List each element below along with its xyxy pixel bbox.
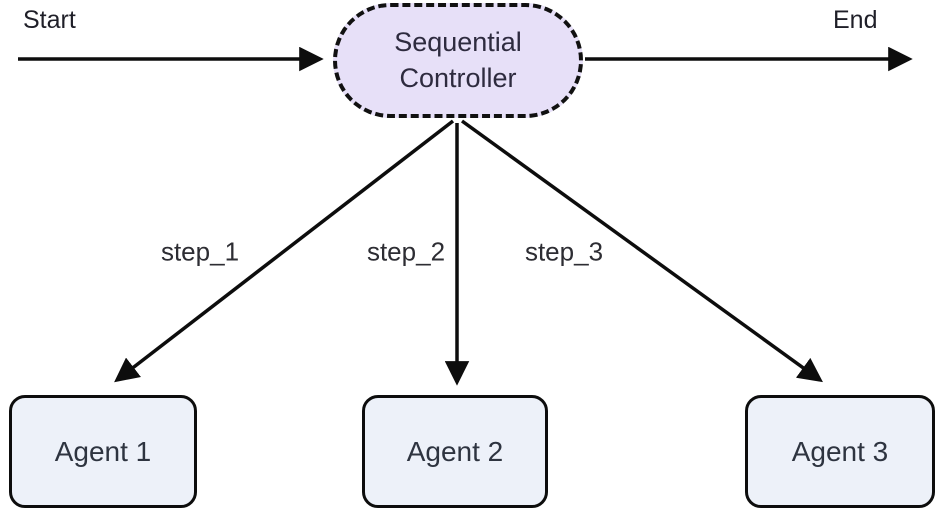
edge-step-1-arrow bbox=[114, 119, 455, 383]
edge-label-step-1: step_1 bbox=[158, 236, 242, 268]
agent-3-node: Agent 3 bbox=[745, 395, 935, 508]
agent-1-node: Agent 1 bbox=[9, 395, 197, 508]
controller-label-line2: Controller bbox=[399, 62, 517, 93]
sequential-controller-node: Sequential Controller bbox=[333, 3, 583, 118]
edge-step-3-arrow bbox=[460, 119, 823, 383]
controller-label-line1: Sequential bbox=[394, 26, 522, 57]
edge-label-step-3: step_3 bbox=[522, 236, 606, 268]
start-label: Start bbox=[23, 6, 76, 34]
edge-label-step-2: step_2 bbox=[364, 236, 448, 268]
agent-2-node: Agent 2 bbox=[362, 395, 548, 508]
end-label: End bbox=[833, 6, 878, 34]
